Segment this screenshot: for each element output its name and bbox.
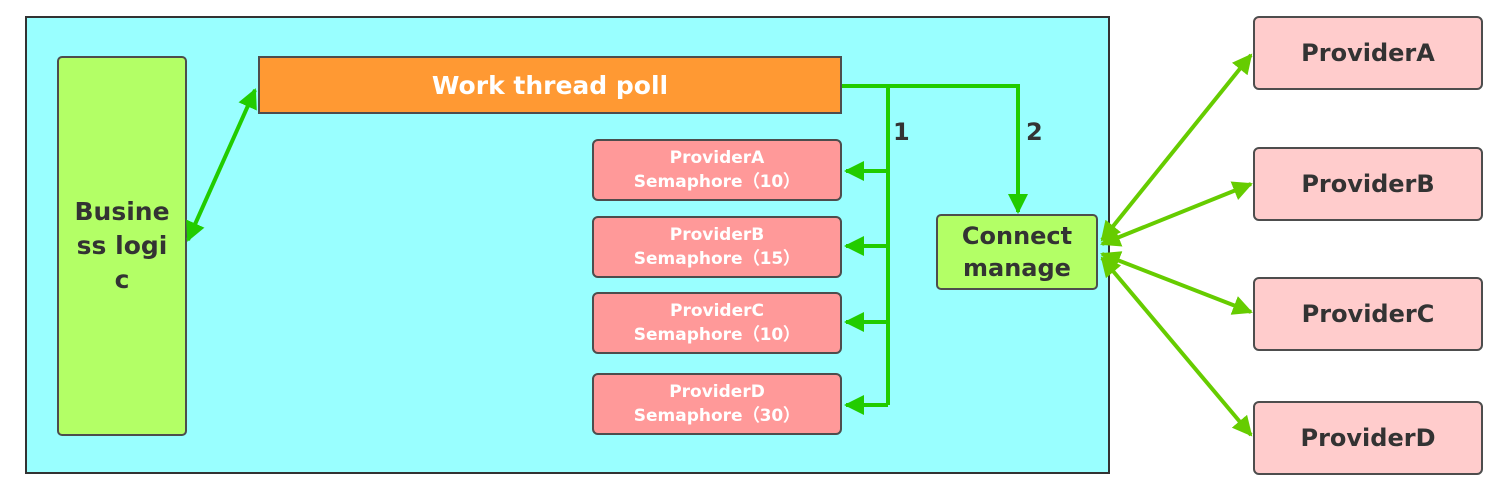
semaphore-name: ProviderC [670, 301, 764, 321]
provider-a-box: ProviderA [1253, 16, 1483, 90]
business-logic-box: Business logic [57, 56, 187, 436]
connect-manage-line1: Connect [961, 222, 1073, 250]
business-logic-label: Business logic [74, 197, 170, 294]
path-label-1: 1 [893, 118, 910, 146]
semaphore-count: Semaphore（15） [633, 249, 801, 269]
arrow-pool-to-connect [888, 84, 1028, 214]
provider-label: ProviderD [1300, 424, 1436, 452]
provider-d-box: ProviderD [1253, 401, 1483, 475]
arrow-business-pool [186, 88, 257, 242]
provider-label: ProviderB [1301, 170, 1435, 198]
connect-manage-line2: manage [963, 254, 1071, 282]
provider-label: ProviderA [1301, 39, 1435, 67]
semaphore-provider-d: ProviderD Semaphore（30） [592, 373, 842, 435]
semaphore-name: ProviderB [669, 225, 765, 245]
semaphore-name: ProviderD [669, 382, 765, 402]
semaphore-name: ProviderA [669, 148, 765, 168]
semaphore-count: Semaphore（10） [633, 172, 801, 192]
arrow-connect-provider-b [1100, 181, 1253, 247]
semaphore-count: Semaphore（30） [633, 406, 801, 426]
provider-b-box: ProviderB [1253, 147, 1483, 221]
work-thread-pool-box: Work thread poll [258, 56, 842, 114]
provider-label: ProviderC [1301, 300, 1435, 328]
arrow-connect-provider-d [1100, 256, 1253, 437]
semaphore-provider-a: ProviderA Semaphore（10） [592, 139, 842, 201]
semaphore-count: Semaphore（10） [633, 325, 801, 345]
provider-c-box: ProviderC [1253, 277, 1483, 351]
semaphore-provider-b: ProviderB Semaphore（15） [592, 216, 842, 278]
connect-manage-box: Connect manage [936, 214, 1098, 290]
work-thread-pool-label: Work thread poll [431, 70, 669, 100]
path-label-2: 2 [1026, 118, 1043, 146]
semaphore-provider-c: ProviderC Semaphore（10） [592, 292, 842, 354]
